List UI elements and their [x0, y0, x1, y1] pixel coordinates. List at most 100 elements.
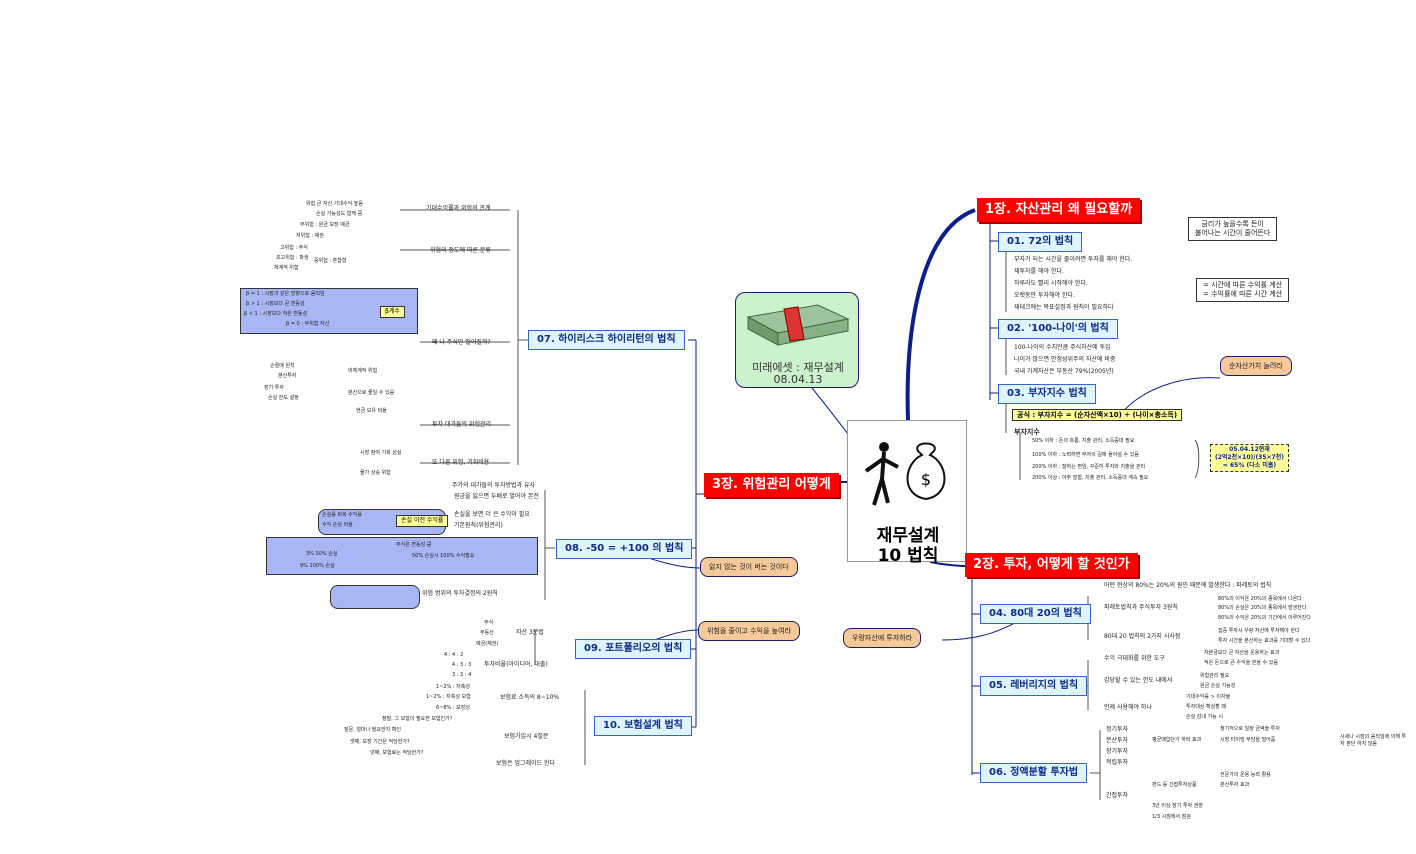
l07-sub: 현금 보유 비율 — [356, 408, 387, 414]
l10-item: 보험은 업그레이드 한다 — [496, 760, 556, 767]
l10-sub: 1~2% : 저축성 보험 — [426, 694, 471, 700]
rule72-box-1-line-1: 금리가 높을수록 돈이 — [1201, 220, 1264, 228]
law-09[interactable]: 09. 포트폴리오의 법칙 — [575, 639, 692, 659]
wealth-item: 200% 이상 : 아주 잘함, 지출 관리, 소득증대 계속 필요 — [1032, 475, 1149, 481]
l08-sub: 주식은 변동성 큼 — [396, 542, 432, 548]
l01-item: 하루라도 빨리 시작해야 한다. — [1014, 280, 1088, 287]
l06-item: 정기투자 — [1106, 726, 1129, 733]
l06-item: 간접투자 — [1106, 792, 1129, 799]
l07-item: 또 다른 위험, 기회비용 — [432, 459, 490, 466]
law-02[interactable]: 02. '100-나이'의 법칙 — [998, 319, 1118, 339]
subtitle-node: 미래에셋 : 재무설계 08.04.13 — [735, 292, 859, 388]
l10-sub: 질문, 얼마나 필요한지 확인 — [344, 727, 401, 733]
law-08[interactable]: 08. -50 = +100 의 법칙 — [556, 539, 693, 559]
wealth-example-line-2: (2억2천×10)/(35×7천) — [1215, 454, 1284, 461]
l09-sub: 예금(채권) — [476, 641, 499, 647]
wealth-example: 05.04.12현재 (2억2천×10)/(35×7천) = 65% (다소 미… — [1210, 444, 1289, 472]
l07-sub: 손실 한도 설정 — [268, 395, 299, 401]
l01-item: 재투자를 해야 한다. — [1014, 268, 1064, 275]
l05-item: 언제 사용해야 하나 — [1104, 704, 1152, 711]
svg-text:$: $ — [921, 470, 931, 489]
chapter-3[interactable]: 3장. 위험관리 어떻게 — [704, 473, 839, 497]
l04-sub: 80%의 이익은 20%의 종목에서 나온다 — [1218, 596, 1302, 602]
l10-sub: 셋째, 보장 기간은 적당한가? — [350, 739, 410, 745]
l07-sub: 중위험 : 혼합형 — [314, 258, 347, 264]
l02-item: 국내 가계자산은 부동산 79%(2005년) — [1014, 368, 1114, 375]
l06-item: 적립투자 — [1106, 759, 1129, 766]
l05-item: 수익 극대화를 위한 도구 — [1104, 655, 1165, 662]
loss-table — [266, 537, 538, 575]
l07-sub: 초고위험 : 파생 — [276, 255, 309, 261]
l06-sub: 3년 이상 장기 투자 권장 — [1152, 803, 1203, 809]
cash-stack-icon — [744, 299, 852, 347]
wealth-index-label: 부자지수 — [1014, 428, 1040, 436]
l10-sub: 넷째, 보험료는 적당한가? — [370, 750, 424, 756]
l04-sub: 80%의 수익은 20%의 기간에서 이루어진다 — [1218, 615, 1311, 621]
wealth-example-line-1: 05.04.12현재 — [1229, 446, 1270, 453]
chapter-2[interactable]: 2장. 투자, 어떻게 할 것인가 — [965, 553, 1138, 577]
l09-item: 투자비율(아이디어, 대출) — [484, 661, 548, 668]
decision-cloud — [330, 585, 420, 609]
note-growth: 우량자산에 투자하라 — [843, 628, 922, 648]
l01-item: 부자가 되는 시간을 줄이려면 투자를 해야 한다. — [1014, 256, 1133, 263]
l06-sub: 전문가의 운용 능력 활용 — [1220, 772, 1271, 778]
money-bag-icon: $ — [900, 437, 952, 501]
l09-sub: 부동산 — [480, 630, 494, 636]
l07-item: 기대수익률과 위험의 관계 — [426, 205, 491, 212]
loss-label: 손실 이전 수익률 — [396, 515, 449, 527]
l07-sub: 위험 큰 자산 기대수익 높음 — [306, 201, 363, 207]
l01-item: 재테크에는 목표설정과 원칙이 필요하다 — [1014, 304, 1114, 311]
l07-sub: 분산으로 줄일 수 있음 — [348, 390, 395, 396]
l09-item: 자산 3분법 — [516, 629, 544, 636]
center-title-2: 10 법칙 — [877, 546, 939, 566]
law-06[interactable]: 06. 정액분할 투자법 — [980, 763, 1088, 783]
l07-sub: 비체계적 위험 — [348, 368, 378, 374]
l07-item: 투자 대가들의 위험관리 — [432, 421, 492, 428]
wealth-item: 100% 이하 : 노력하면 부자의 길에 들어설 수 있음 — [1032, 452, 1139, 458]
law-07[interactable]: 07. 하이리스크 하이리턴의 법칙 — [528, 330, 685, 350]
l07-item: 위험의 정도에 따른 분류 — [430, 247, 491, 254]
law-01[interactable]: 01. 72의 법칙 — [998, 232, 1083, 252]
l08-sub: 수익 손실 비율 — [322, 522, 353, 528]
note-win: 잃지 않는 것이 버는 것이다 — [700, 557, 798, 577]
l10-item: 보험료 소득의 8~10% — [500, 694, 560, 701]
l05-sub: 원금 손실 가능성 — [1200, 683, 1236, 689]
beta-item: β = 1 : 시장과 같은 방향으로 움직임 — [246, 291, 325, 297]
wealth-item: 200% 이하 : 잘하는 편임, 꾸준히 투자와 지출을 관리 — [1032, 464, 1146, 470]
rule72-box-1: 금리가 높을수록 돈이 불어나는 시간이 줄어든다 — [1188, 217, 1278, 241]
rule72-box-1-line-2: 불어나는 시간이 줄어든다 — [1195, 229, 1271, 237]
l08-sub: 9% 100% 손실 — [300, 563, 335, 569]
l02-item: 100-나이의 수치만큼 주식자산에 투입 — [1014, 344, 1111, 351]
beta-item: β < 1 : 시장보다 작은 변동성 — [244, 311, 308, 317]
law-03[interactable]: 03. 부자지수 법칙 — [998, 384, 1096, 404]
l05-item: 감당할 수 있는 한도 내에서 — [1104, 677, 1173, 684]
l08-sub: 손실률 회복 수익률 — [322, 512, 362, 518]
chapter-1[interactable]: 1장. 자산관리 왜 필요할까 — [977, 198, 1141, 222]
l06-sub: 평균매입단가 하락 효과 — [1152, 737, 1202, 743]
l07-sub: 장기 투자 — [264, 385, 284, 391]
l06-sub: 펀드 등 간접투자상품 — [1152, 782, 1197, 788]
l08-item: 기본원칙(위험관리) — [454, 522, 503, 529]
l06-sub: 1/3 시점에서 점검 — [1152, 814, 1191, 820]
investor-figure-icon — [860, 439, 900, 509]
l02-item: 나이가 많으면 안정성위주의 자산에 비중 — [1014, 356, 1116, 363]
beta-item: β = 0 : 무위험 자산 — [286, 321, 330, 327]
l06-item: 분산투자 — [1106, 737, 1129, 744]
l10-item: 보험가입시 4질문 — [504, 733, 549, 740]
l08-item: 주가의 대가들의 투자방법과 유사 — [452, 482, 536, 489]
note-compound: 순자산가치 늘려라 — [1220, 356, 1292, 376]
law-04[interactable]: 04. 80대 20의 법칙 — [980, 604, 1091, 624]
rule72-box-2-line-2: = 수익률에 따른 시간 계산 — [1203, 290, 1283, 298]
wealth-item: 50% 이하 : 돈의 흐름, 지출 관리, 소득증대 필요 — [1032, 438, 1135, 444]
l05-sub: 자본금보다 큰 자산을 운용하는 효과 — [1204, 650, 1280, 656]
law-10[interactable]: 10. 보험설계 법칙 — [594, 716, 692, 736]
law-05[interactable]: 05. 레버리지의 법칙 — [980, 676, 1088, 696]
l09-sub: 3 : 3 : 4 — [452, 672, 472, 678]
l10-sub: 정말, 그 보험이 필요한 보험인가? — [382, 716, 453, 722]
subtitle-line-2: 08.04.13 — [773, 373, 823, 386]
l05-sub: 투자대상 확실할 때 — [1186, 704, 1226, 710]
l10-sub: 1~2% : 저축성 — [436, 684, 470, 690]
l08-item: 원금을 잃으면 두배로 벌어야 본전 — [454, 493, 539, 500]
l07-sub: 물가 상승 위험 — [360, 470, 391, 476]
beta-item: β > 1 : 시장보다 큰 변동성 — [246, 301, 305, 307]
